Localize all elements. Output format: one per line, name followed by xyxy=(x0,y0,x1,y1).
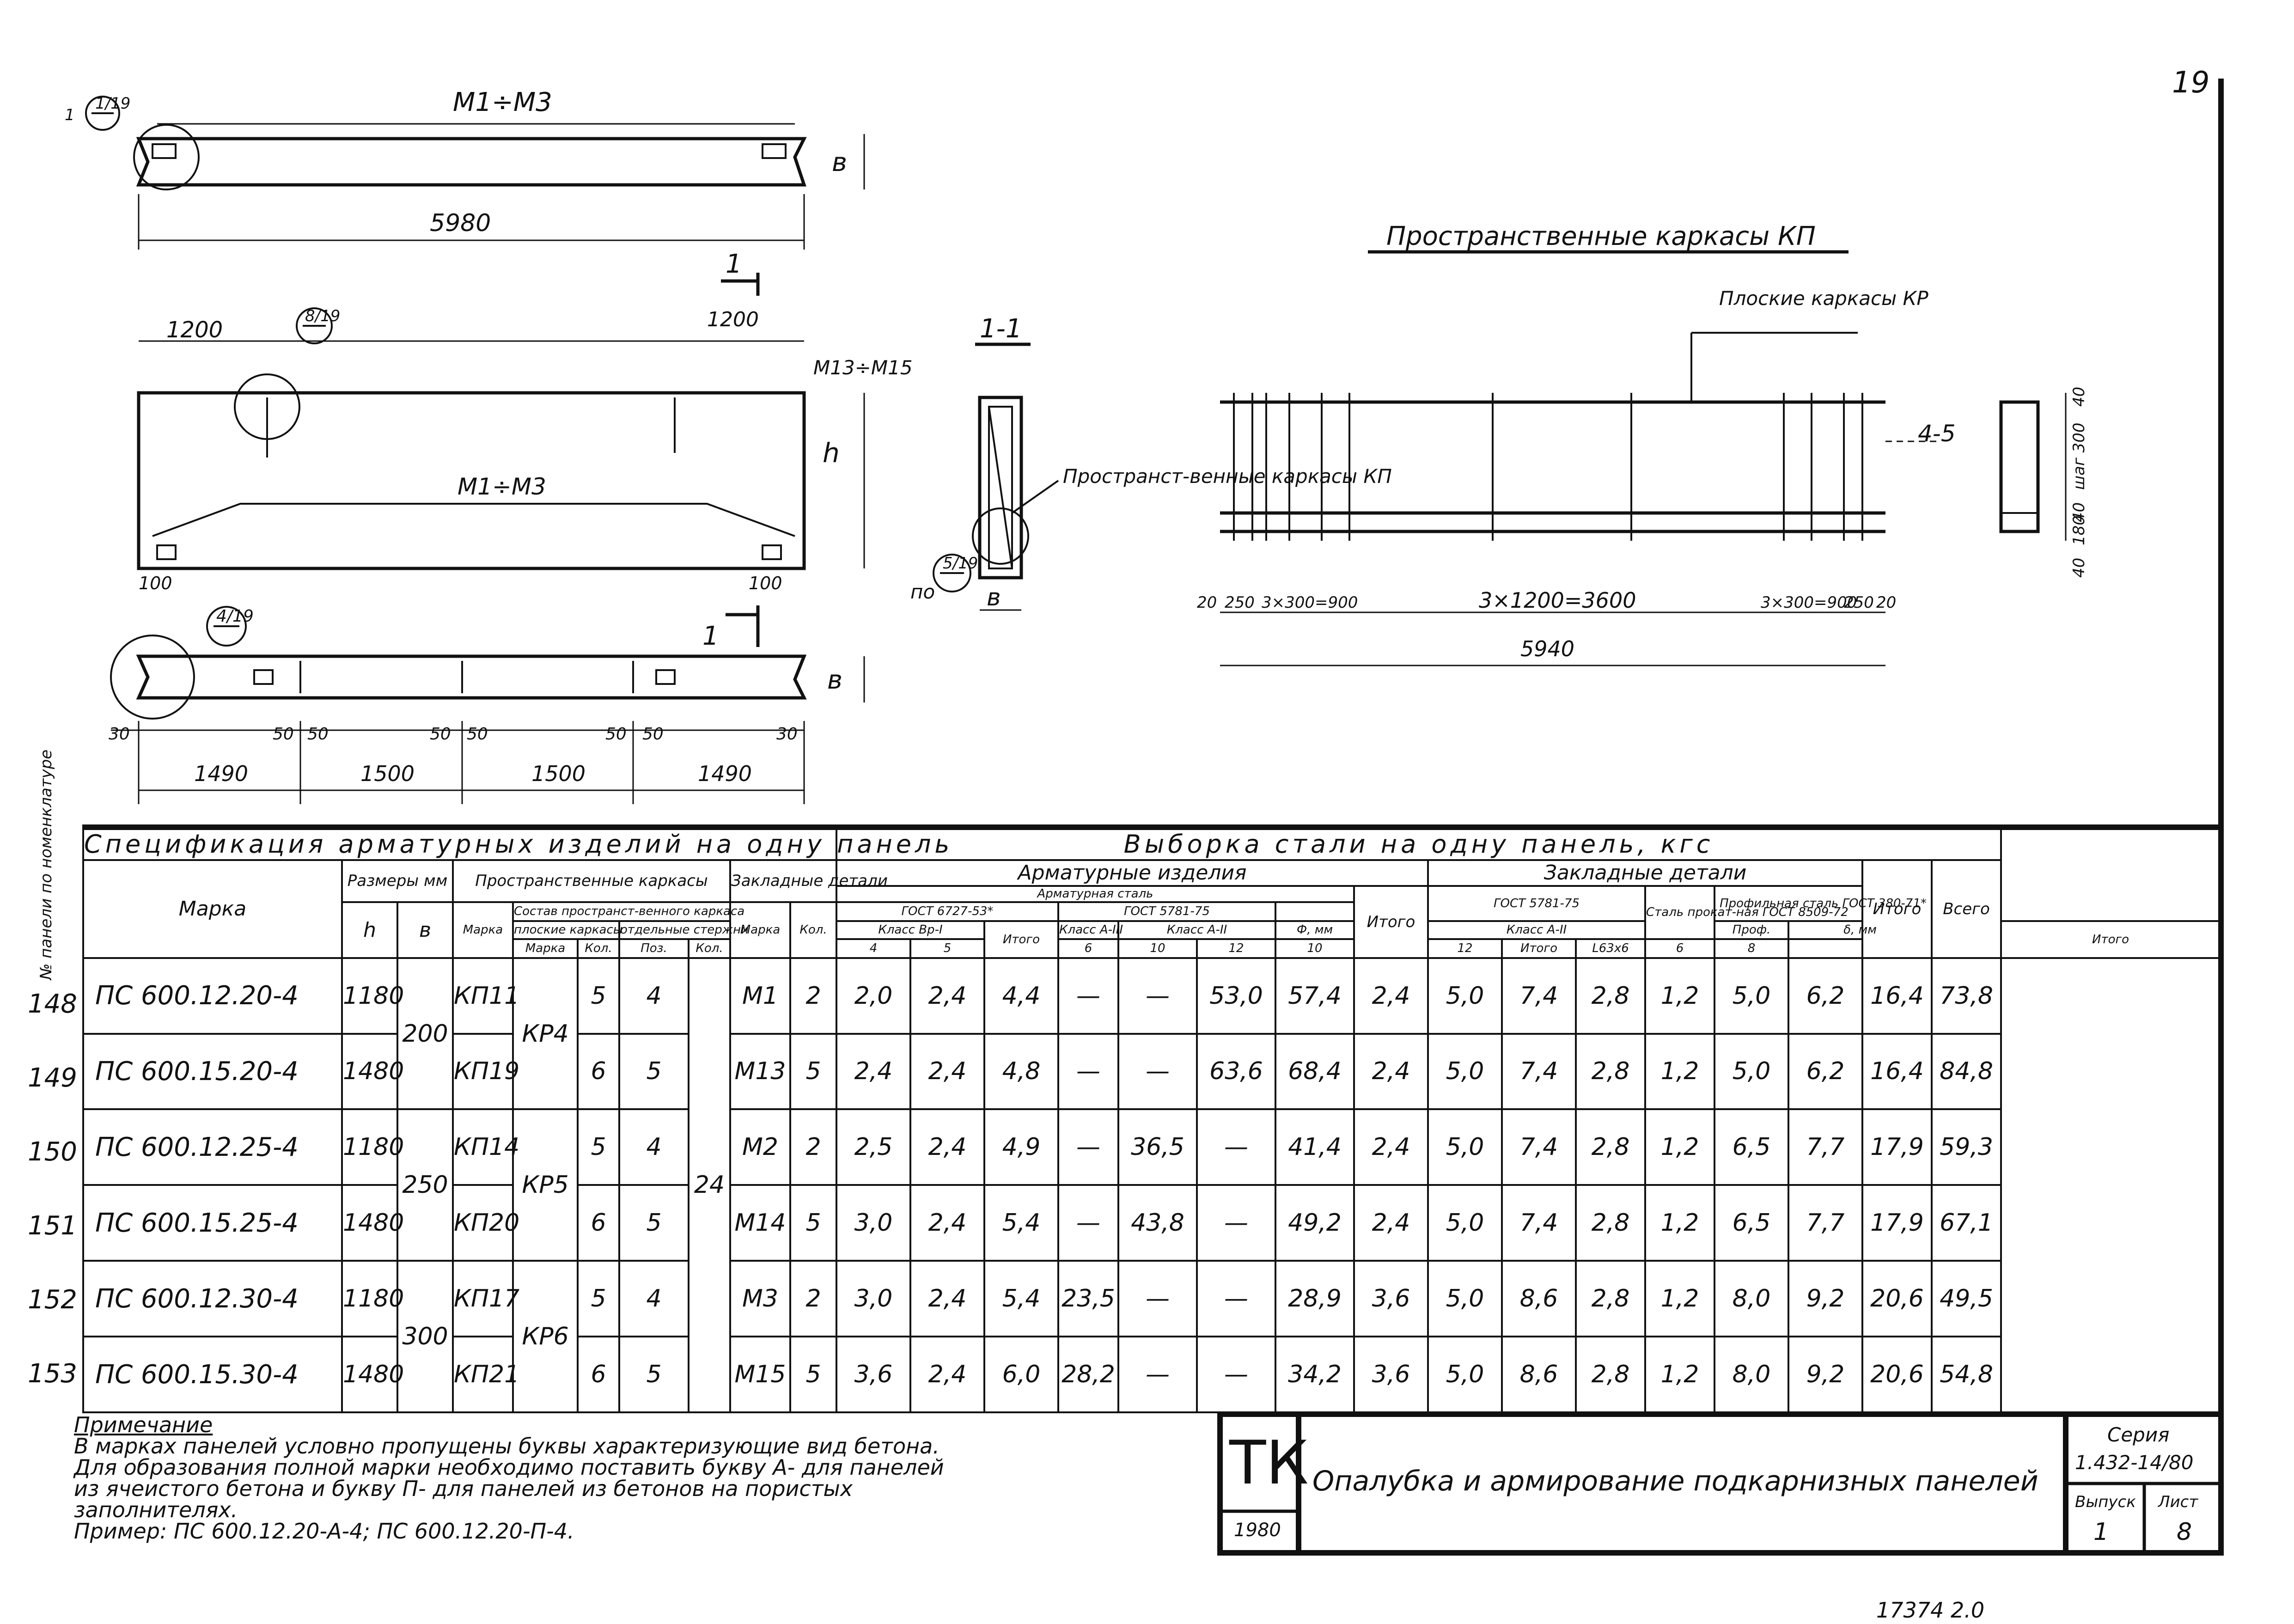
elev-dim-right: 1200 xyxy=(707,308,759,331)
frame-total: 5940 xyxy=(1520,636,1574,661)
bottom-stamp: 17374 2.0 xyxy=(1876,1598,1984,1623)
svg-text:20: 20 xyxy=(1197,593,1217,612)
table-row: ПС 600.15.20-4 1480 КП19 6 5 М13 5 2,4 2… xyxy=(82,1032,2220,1111)
svg-text:30: 30 xyxy=(109,725,130,744)
bottom-view: 4/19 в 30 50 50 50 50 50 50 30 1490 1500… xyxy=(109,606,865,804)
svg-text:50: 50 xyxy=(467,725,488,744)
row-number: 149 xyxy=(28,1063,77,1093)
top-callout: 1/19 xyxy=(95,94,130,113)
svg-text:20: 20 xyxy=(1876,593,1896,612)
stamp-series-label: Серия xyxy=(2107,1423,2170,1446)
stamp-issue-label: Выпуск xyxy=(2075,1493,2136,1511)
table-header-row-2: Марка Размеры мм Пространственные каркас… xyxy=(82,859,2220,959)
note-line: заполнителях. xyxy=(74,1497,238,1522)
svg-text:1: 1 xyxy=(702,621,719,651)
table-row: ПС 600.12.25-4 1180 250 КП14 КР5 5 4 М2 … xyxy=(82,1108,2220,1262)
elevation-view: 1200 1200 8/19 М13÷М15 М1÷М3 h 100 100 1… xyxy=(137,249,913,651)
svg-text:1490: 1490 xyxy=(698,761,752,786)
svg-text:5/19: 5/19 xyxy=(943,554,978,573)
bottom-callout: 4/19 xyxy=(216,607,254,626)
frame-title: Пространственные каркасы КП xyxy=(1386,221,1816,251)
svg-text:шаг 300: шаг 300 xyxy=(2070,422,2088,490)
svg-text:50: 50 xyxy=(430,725,451,744)
svg-text:3×1200=3600: 3×1200=3600 xyxy=(1479,588,1636,613)
flat-frames-label: Плоские каркасы КР xyxy=(1719,287,1928,310)
row-number: 152 xyxy=(28,1285,77,1315)
svg-text:250: 250 xyxy=(1844,593,1874,612)
section-title: 1-1 xyxy=(980,314,1022,344)
elev-callout: 8/19 xyxy=(305,307,340,325)
stamp-series: 1.432-14/80 xyxy=(2075,1451,2194,1474)
table-row: ПС 600.15.30-4 1480 КП21 6 5 М15 5 3,6 2… xyxy=(82,1336,2220,1413)
svg-text:50: 50 xyxy=(307,725,329,744)
svg-text:1: 1 xyxy=(726,249,742,279)
svg-text:100: 100 xyxy=(139,573,172,593)
elev-label-mid: М1÷М3 xyxy=(458,473,546,500)
section-1-1: 1-1 Пространст-венные каркасы КП по 5/19… xyxy=(910,314,1392,611)
table-header-row-3: Арматурная сталь Итого ГОСТ 5781-75 Стал… xyxy=(83,885,2220,959)
svg-text:50: 50 xyxy=(642,725,664,744)
table-header-row-6: Марка Кол. Поз. Кол. 4 5 6 10 12 10 12 И… xyxy=(83,938,2220,959)
table-row: ПС 600.15.25-4 1480 КП20 6 5 М14 5 3,0 2… xyxy=(82,1184,2220,1262)
section-leader: Пространст-венные каркасы КП xyxy=(1063,465,1392,488)
svg-text:в: в xyxy=(987,584,1001,611)
svg-text:1500: 1500 xyxy=(360,761,415,786)
note-line: В марках панелей условно пропущены буквы… xyxy=(74,1434,940,1459)
note-line: Для образования полной марки необходимо … xyxy=(74,1455,944,1480)
stamp-sheet-label: Лист xyxy=(2158,1493,2198,1511)
svg-text:в: в xyxy=(827,665,842,695)
page-number: 19 xyxy=(2172,66,2209,100)
svg-text:30: 30 xyxy=(776,725,798,744)
svg-text:4-5: 4-5 xyxy=(1918,420,1956,447)
note-block: Примечание В марках панелей условно проп… xyxy=(74,1414,1229,1542)
svg-text:1490: 1490 xyxy=(194,761,248,786)
svg-text:по: по xyxy=(910,580,935,603)
steel-title: Выборка стали на одну панель, кгс xyxy=(835,827,2002,861)
svg-text:180: 180 xyxy=(2070,515,2088,545)
table-row: ПС 600.12.30-4 1180 300 КП17 КР6 5 4 М3 … xyxy=(82,1260,2220,1413)
stamp-sheet: 8 xyxy=(2177,1518,2192,1546)
note-line: из ячеистого бетона и букву П- для панел… xyxy=(74,1476,853,1501)
svg-text:1: 1 xyxy=(65,106,75,124)
table-header-row-5: плоские каркасы отдельные стержни Класс … xyxy=(83,920,2221,959)
note-title: Примечание xyxy=(74,1412,213,1437)
svg-text:40: 40 xyxy=(2070,502,2088,522)
row-number: 153 xyxy=(28,1359,77,1389)
svg-text:1500: 1500 xyxy=(531,761,586,786)
title-stamp: ТК 1980 Опалубка и армирование подкарниз… xyxy=(1217,1411,2224,1556)
note-line: Пример: ПС 600.12.20-А-4; ПС 600.12.20-П… xyxy=(74,1519,574,1544)
top-length: 5980 xyxy=(430,209,491,237)
row-number: 150 xyxy=(28,1137,77,1167)
svg-text:50: 50 xyxy=(605,725,627,744)
stamp-issue: 1 xyxy=(2093,1518,2109,1546)
svg-text:3×300=900: 3×300=900 xyxy=(1262,593,1358,612)
svg-text:3×300=900: 3×300=900 xyxy=(1761,593,1857,612)
spatial-frame: Пространственные каркасы КП Плоские карк… xyxy=(1197,221,2088,666)
elev-dim-left: 1200 xyxy=(166,317,223,343)
row-number: 148 xyxy=(28,989,77,1019)
svg-text:40: 40 xyxy=(2070,387,2088,407)
spec-title: Спецификация арматурных изделий на одну … xyxy=(82,827,949,861)
svg-text:100: 100 xyxy=(749,573,782,593)
stamp-org: ТК xyxy=(1229,1428,1309,1498)
svg-text:40: 40 xyxy=(2070,558,2088,578)
stamp-title: Опалубка и армирование подкарнизных пане… xyxy=(1312,1465,2038,1497)
table-header-row-4: h в Марка Состав пространст-венного карк… xyxy=(83,901,2220,959)
table-row: ПС 600.12.20-4 1180 200 КП11 КР4 5 4 24 … xyxy=(82,957,2220,1414)
row-number-header: № панели по номенклатуре xyxy=(37,749,55,980)
svg-text:h: h xyxy=(823,437,840,469)
row-number: 151 xyxy=(28,1211,77,1241)
elev-label-top: М13÷М15 xyxy=(813,356,913,379)
svg-text:в: в xyxy=(832,147,847,177)
specification-table: Спецификация арматурных изделий на одну … xyxy=(82,827,2221,1414)
svg-text:250: 250 xyxy=(1225,593,1255,612)
stamp-year: 1980 xyxy=(1234,1520,1281,1541)
top-view: 1/19 1 М1÷М3 5980 в xyxy=(65,87,865,250)
table-header-row-1: Спецификация арматурных изделий на одну … xyxy=(82,827,2220,861)
stamp-grid xyxy=(1217,1411,2224,1556)
top-view-label: М1÷М3 xyxy=(453,87,552,117)
svg-text:50: 50 xyxy=(273,725,294,744)
